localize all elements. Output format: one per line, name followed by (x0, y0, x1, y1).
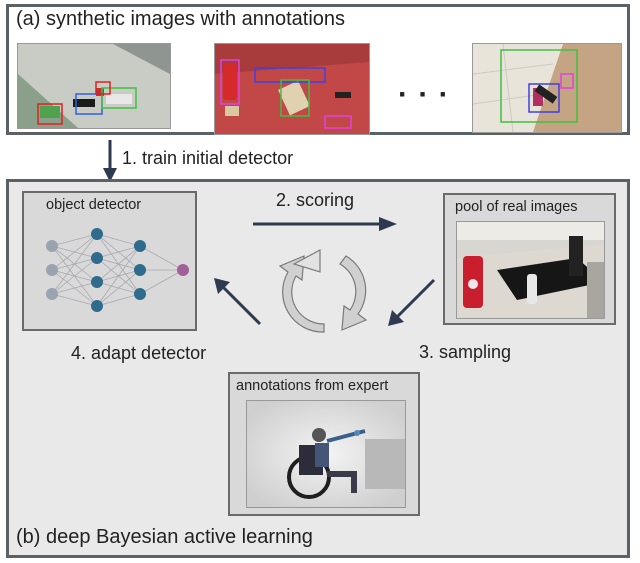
real-images-pool-title: pool of real images (455, 199, 578, 215)
real-image-sample[interactable] (456, 221, 605, 319)
synthetic-image-1[interactable] (17, 43, 171, 129)
adapt-detector-label: 4. adapt detector (71, 343, 207, 363)
sampling-label: 3. sampling (419, 342, 512, 362)
train-detector-label: 1. train initial detector (122, 148, 294, 168)
adapt-arrow (214, 278, 262, 326)
scoring-label: 2. scoring (276, 190, 355, 210)
synthetic-image-2[interactable] (214, 43, 370, 135)
cycle-arrows-icon (278, 248, 368, 333)
synthetic-panel-title: (a) synthetic images with annotations (16, 8, 346, 30)
neural-network-icon (46, 228, 189, 312)
expert-annotations-title: annotations from expert (236, 378, 389, 394)
scoring-arrow (253, 217, 397, 231)
expert-image[interactable] (246, 400, 406, 508)
sampling-arrow (388, 278, 436, 326)
object-detector-box[interactable] (22, 191, 197, 331)
synthetic-image-3[interactable] (472, 43, 622, 133)
train-arrow (103, 140, 117, 182)
object-detector-title: object detector (46, 197, 142, 213)
active-learning-title: (b) deep Bayesian active learning (16, 526, 313, 548)
more-images-ellipsis: · · · (398, 78, 450, 111)
